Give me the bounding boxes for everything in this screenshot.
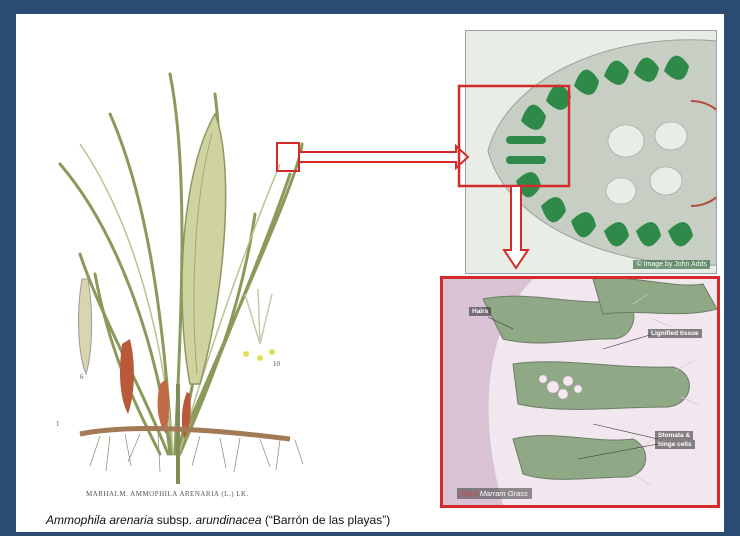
leaf-cross-section-image: © Image by John Adds [465, 30, 717, 274]
subspecies-name: arundinacea [195, 513, 261, 527]
hairs-label: Hairs [469, 307, 491, 316]
plant-illustration: 6 1 10 [40, 54, 330, 509]
hinge-cells-label: hinge cells [655, 440, 695, 449]
marram-grass-detail-image: Hairs Lignified tissue Stomata & hinge c… [440, 276, 720, 508]
species-name: Ammophila arenaria [46, 513, 153, 527]
common-name: (“Barrón de las playas”) [265, 513, 390, 527]
svg-text:6: 6 [80, 373, 84, 381]
slide: 6 1 10 MARHALM. AMMOPHILA ARENARIA (L.) … [16, 14, 724, 532]
svg-text:1: 1 [56, 420, 60, 428]
lignified-tissue-label: Lignified tissue [648, 329, 702, 338]
figure-number: Fig 2 [461, 489, 478, 498]
main-caption: Ammophila arenaria subsp. arundinacea (“… [46, 513, 390, 527]
rank-text: subsp. [157, 513, 192, 527]
stomata-label: Stomata & [655, 431, 693, 440]
figure-title: Marram Grass [480, 489, 528, 498]
leaf-cross-section-drawing [466, 31, 717, 274]
plate-caption: MARHALM. AMMOPHILA ARENARIA (L.) LK. [86, 490, 316, 498]
figure-label: Fig 2 Marram Grass [457, 488, 532, 499]
image-credit: © Image by John Adds [633, 260, 710, 269]
svg-text:10: 10 [273, 360, 281, 368]
